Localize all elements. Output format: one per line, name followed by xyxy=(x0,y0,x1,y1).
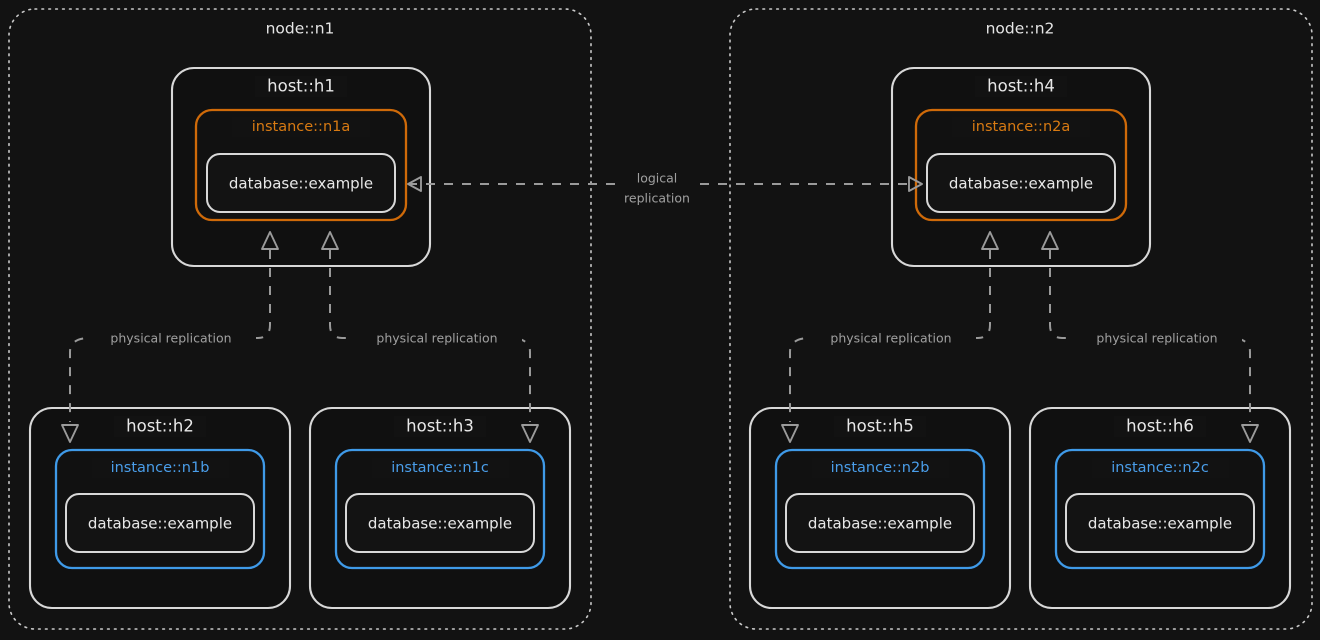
host-h2-label-backdrop xyxy=(114,416,206,437)
host-group-h3[interactable]: host::h3 instance::n1c database::example xyxy=(308,406,572,610)
instance-n2c-label: instance::n2c xyxy=(1111,460,1209,476)
database-box-n2b[interactable] xyxy=(785,493,975,553)
host-h6-label: host::h6 xyxy=(1126,417,1194,436)
database-box-n1a[interactable] xyxy=(206,153,396,213)
edge-physical-n1b-n1a[interactable]: physical replication xyxy=(61,231,279,443)
instance-n1b-label-backdrop xyxy=(92,458,229,478)
instance-n2c-label-backdrop xyxy=(1092,458,1229,478)
host-h1-label: host::h1 xyxy=(267,77,335,96)
edge-physical-n2b-n2a[interactable]: physical replication xyxy=(781,231,999,443)
edge-physical-n1c-path[interactable] xyxy=(329,250,531,422)
instance-n2b-label-backdrop xyxy=(812,458,949,478)
database-box-n1b[interactable] xyxy=(65,493,255,553)
host-group-h6[interactable]: host::h6 instance::n2c database::example xyxy=(1028,406,1292,610)
arrowhead-right-icon xyxy=(908,176,923,192)
database-box-n1c[interactable] xyxy=(345,493,535,553)
database-n1b-label: database::example xyxy=(88,515,232,533)
database-n1a-label: database::example xyxy=(229,175,373,193)
instance-n2a-label-backdrop xyxy=(952,117,1090,137)
edge-physical-n2b-path[interactable] xyxy=(789,250,991,422)
arrowhead-down-n1b-icon xyxy=(61,424,79,443)
host-group-h5[interactable]: host::h5 instance::n2b database::example xyxy=(748,406,1012,610)
instance-n1c-label: instance::n1c xyxy=(391,460,489,476)
database-box-n2c[interactable] xyxy=(1065,493,1255,553)
database-n2a-label: database::example xyxy=(949,175,1093,193)
edge-physical-n1b-path[interactable] xyxy=(69,250,271,422)
arrowhead-left-icon xyxy=(407,176,422,192)
edge-physical-n1c-label-backdrop xyxy=(354,328,522,348)
node-group-n2[interactable]: node::n2 xyxy=(729,8,1313,630)
host-h4-label-backdrop xyxy=(975,76,1067,97)
arrowhead-down-n1c-icon xyxy=(521,424,539,443)
host-h5-label: host::h5 xyxy=(846,417,914,436)
host-group-h4[interactable]: host::h4 instance::n2a database::example xyxy=(890,66,1152,268)
host-h4-label: host::h4 xyxy=(987,77,1055,96)
edge-physical-n2c-label: physical replication xyxy=(1096,331,1217,346)
database-n1c-label: database::example xyxy=(368,515,512,533)
edge-physical-n1c-n1a[interactable]: physical replication xyxy=(321,231,539,443)
arrowhead-down-n2b-icon xyxy=(781,424,799,443)
database-n2c-label: database::example xyxy=(1088,515,1232,533)
instance-n2a-label: instance::n2a xyxy=(972,119,1071,135)
edge-physical-n2c-label-backdrop xyxy=(1074,328,1242,348)
host-h1-label-backdrop xyxy=(255,76,347,97)
host-h3-label-backdrop xyxy=(394,416,486,437)
edge-physical-n1c-label: physical replication xyxy=(376,331,497,346)
instance-n1c-label-backdrop xyxy=(372,458,509,478)
database-n2b-label: database::example xyxy=(808,515,952,533)
host-h3-label: host::h3 xyxy=(406,417,474,436)
edge-physical-n1b-label: physical replication xyxy=(110,331,231,346)
instance-n2b-label: instance::n2b xyxy=(831,460,930,476)
edge-physical-n2c-n2a[interactable]: physical replication xyxy=(1041,231,1259,443)
edge-logical-label-line1: logical xyxy=(637,171,678,186)
arrowhead-up-n1a-left-icon xyxy=(261,231,279,250)
edge-physical-n2c-path[interactable] xyxy=(1049,250,1251,422)
node-n1-label-backdrop xyxy=(250,19,350,39)
instance-n1a-label: instance::n1a xyxy=(252,119,351,135)
host-group-h2[interactable]: host::h2 instance::n1b database::example xyxy=(28,406,292,610)
edge-logical-label-line2: replication xyxy=(624,191,690,206)
arrowhead-down-n2c-icon xyxy=(1241,424,1259,443)
node-group-n1[interactable]: node::n1 xyxy=(8,8,592,630)
edge-logical-replication[interactable]: logical replication xyxy=(407,171,923,206)
host-h6-label-backdrop xyxy=(1114,416,1206,437)
instance-n1a-label-backdrop xyxy=(232,117,370,137)
host-h5-label-backdrop xyxy=(834,416,926,437)
node-n2-label: node::n2 xyxy=(986,20,1055,38)
node-n1-label: node::n1 xyxy=(266,20,335,38)
node-container-n2[interactable] xyxy=(729,8,1313,630)
arrowhead-up-n1a-right-icon xyxy=(321,231,339,250)
instance-n1b-label: instance::n1b xyxy=(111,460,210,476)
node-container-n1[interactable] xyxy=(8,8,592,630)
arrowhead-up-n2a-right-icon xyxy=(1041,231,1059,250)
host-h2-label: host::h2 xyxy=(126,417,194,436)
host-group-h1[interactable]: host::h1 instance::n1a database::example xyxy=(170,66,432,268)
arrowhead-up-n2a-left-icon xyxy=(981,231,999,250)
node-n2-label-backdrop xyxy=(970,19,1070,39)
edge-physical-n2b-label-backdrop xyxy=(808,328,976,348)
edge-physical-n1b-label-backdrop xyxy=(88,328,256,348)
edge-physical-n2b-label: physical replication xyxy=(830,331,951,346)
database-box-n2a[interactable] xyxy=(926,153,1116,213)
